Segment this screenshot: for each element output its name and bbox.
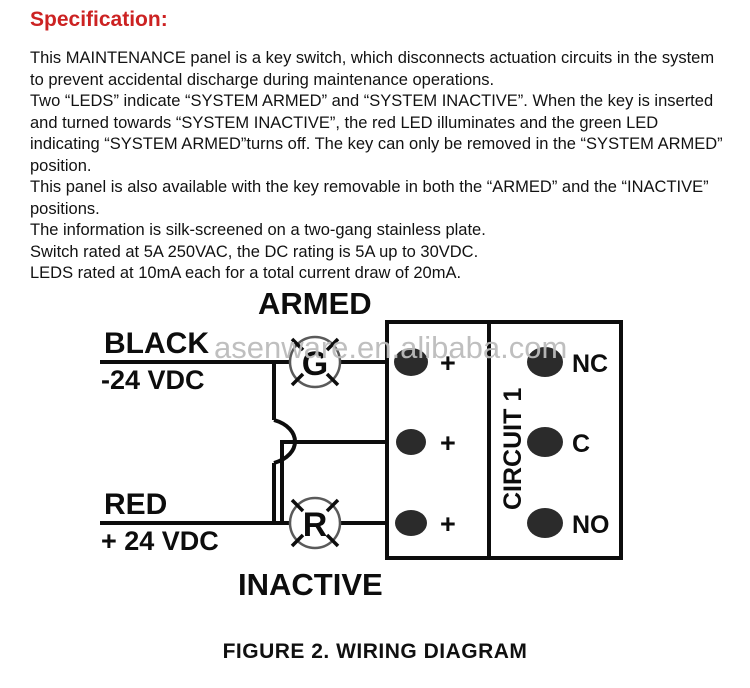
armed-label: ARMED	[258, 286, 372, 321]
inactive-label: INACTIVE	[238, 567, 383, 602]
circuit-terminal-no	[527, 508, 563, 538]
red-led-letter: R	[303, 506, 328, 544]
circuit-terminal-nc	[527, 347, 563, 377]
green-led-ray-sw	[290, 372, 305, 387]
red-led-ray-ne	[325, 498, 340, 513]
watermark: asenware.en.alibaba.com	[214, 330, 567, 365]
green-led-ray-ne	[325, 337, 340, 352]
red-wire-label: RED	[104, 488, 167, 521]
red-led-ray-se	[325, 533, 340, 548]
circuit-terminal-no-label: NO	[572, 511, 610, 539]
led-terminal-group: + + +	[394, 348, 456, 539]
spec-paragraph-1: This MAINTENANCE panel is a key switch, …	[30, 49, 715, 89]
circuit-terminal-group: CIRCUIT 1 NC C NO	[499, 347, 610, 539]
led-terminal-1-label: +	[440, 348, 456, 378]
green-led-ray-se	[325, 372, 340, 387]
red-led-symbol: R	[274, 496, 389, 550]
circuit-1-label: CIRCUIT 1	[499, 388, 527, 510]
led-terminal-2-label: +	[440, 428, 456, 458]
black-wire-label: BLACK	[104, 327, 209, 360]
spec-paragraph-6: LEDS rated at 10mA each for a total curr…	[30, 264, 462, 282]
spec-paragraph-5: Switch rated at 5A 250VAC, the DC rating…	[30, 242, 479, 261]
green-led-letter: G	[302, 345, 328, 383]
circuit-terminal-nc-label: NC	[572, 350, 608, 378]
red-branch-wire	[280, 440, 389, 523]
led-terminal-3-label: +	[440, 509, 456, 539]
spec-paragraph-2: Two “LEDS” indicate “SYSTEM ARMED” and “…	[30, 92, 723, 175]
circuit-terminal-c-label: C	[572, 430, 590, 458]
green-led-ray-nw	[290, 337, 305, 352]
led-terminal-3	[395, 510, 427, 536]
red-wire-sublabel: + 24 VDC	[101, 526, 219, 556]
led-terminal-1	[394, 348, 428, 376]
led-terminal-2	[396, 429, 426, 455]
page-title: Specification:	[30, 8, 168, 31]
circuit-terminal-c	[527, 427, 563, 457]
red-led-ray-nw	[290, 498, 305, 513]
specification-text: This MAINTENANCE panel is a key switch, …	[30, 48, 730, 285]
red-led-ray-sw	[290, 533, 305, 548]
black-wire-sublabel: -24 VDC	[101, 365, 205, 395]
figure-caption: FIGURE 2. WIRING DIAGRAM	[222, 640, 528, 663]
spec-paragraph-3: This panel is also available with the ke…	[30, 178, 709, 218]
spec-paragraph-4: The information is silk-screened on a tw…	[30, 221, 486, 239]
wiring-diagram: ARMED INACTIVE BLACK -24 VDC RED + 24 VD…	[0, 270, 750, 688]
terminal-plate-box	[385, 320, 623, 560]
green-led-symbol: G	[274, 335, 389, 389]
